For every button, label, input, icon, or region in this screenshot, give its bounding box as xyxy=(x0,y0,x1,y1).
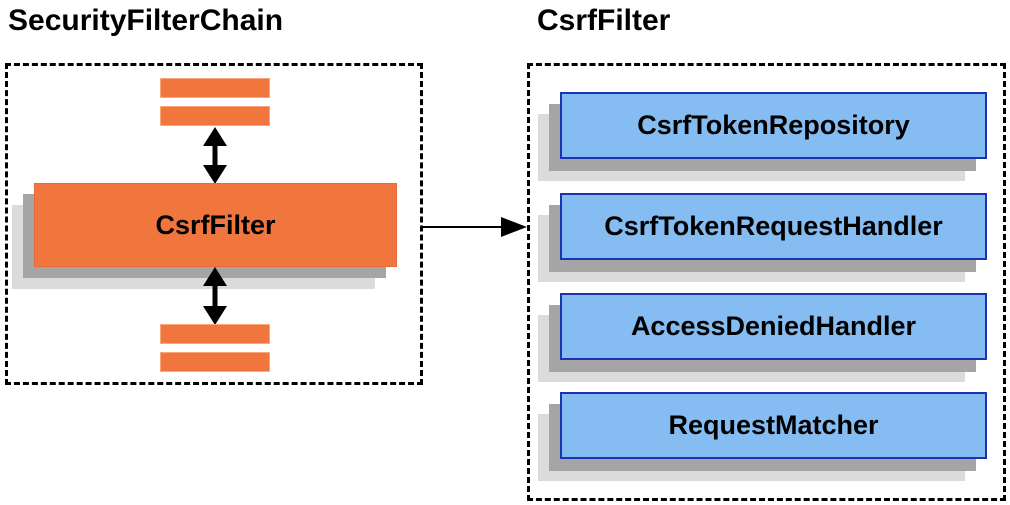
component-label: RequestMatcher xyxy=(668,410,879,440)
filter-bar-bottom-1 xyxy=(160,324,270,344)
component-box-access-denied-handler: AccessDeniedHandler xyxy=(560,293,987,360)
component-label: CsrfTokenRepository xyxy=(637,110,910,140)
csrf-filter-box-label: CsrfFilter xyxy=(155,209,276,240)
double-headed-arrow-icon-bottom xyxy=(198,267,232,325)
filter-bar-top-1 xyxy=(160,78,270,98)
component-label: CsrfTokenRequestHandler xyxy=(604,211,943,241)
csrf-filter-title: CsrfFilter xyxy=(537,4,671,37)
component-label: AccessDeniedHandler xyxy=(630,311,917,341)
component-box-csrf-token-repository: CsrfTokenRepository xyxy=(560,92,987,159)
csrf-filter-container xyxy=(527,63,1006,501)
component-box-csrf-token-request-handler: CsrfTokenRequestHandler xyxy=(560,193,987,260)
security-filter-chain-container xyxy=(5,63,423,385)
filter-bar-bottom-2 xyxy=(160,352,270,372)
filter-bar-top-2 xyxy=(160,106,270,126)
security-filter-chain-title: SecurityFilterChain xyxy=(8,4,284,37)
right-arrow-icon xyxy=(423,216,527,238)
csrf-filter-box: CsrfFilter xyxy=(34,183,397,267)
component-box-request-matcher: RequestMatcher xyxy=(560,392,987,459)
double-headed-arrow-icon-top xyxy=(198,127,232,184)
